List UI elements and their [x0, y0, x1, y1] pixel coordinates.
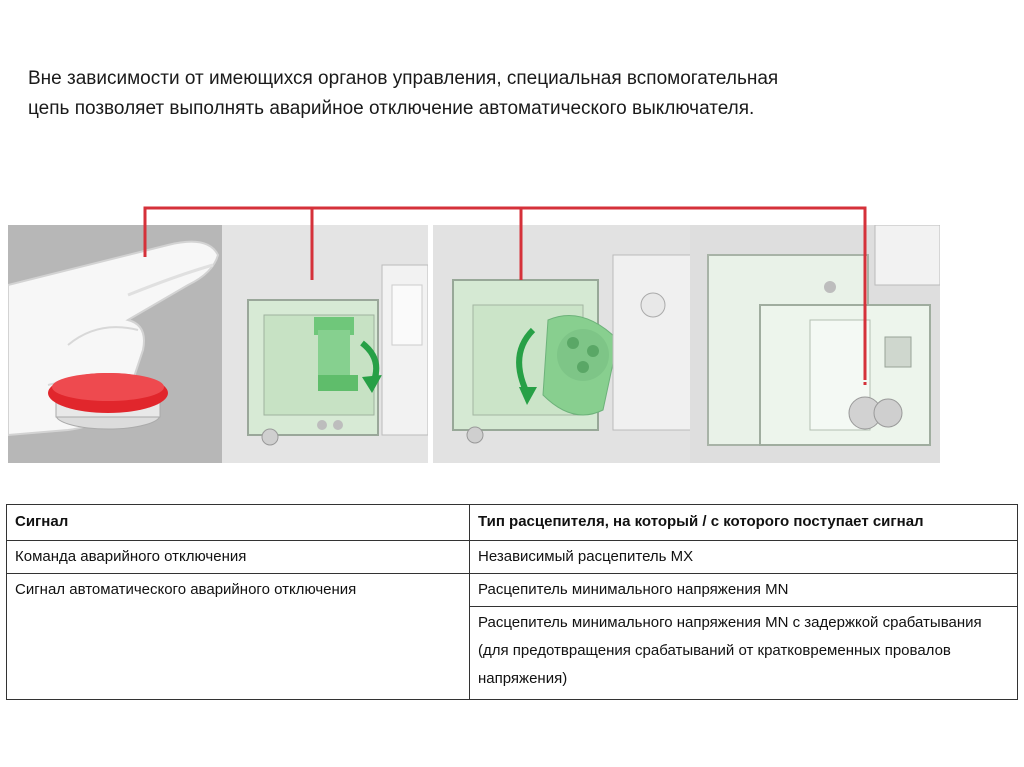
- table-row: Сигнал автоматического аварийного отключ…: [6, 573, 1018, 700]
- table-row: Расцепитель минимального напряжения MN с…: [7, 606, 1018, 700]
- control-wiring: [143, 206, 867, 385]
- cell-release-type: Расцепитель минимального напряжения MN: [469, 573, 1018, 607]
- intro-text: Вне зависимости от имеющихся органов упр…: [28, 64, 988, 124]
- column-header-signal: Сигнал: [6, 504, 470, 541]
- breaker-lever-icon: [222, 225, 428, 463]
- table-row: Команда аварийного отключения Независимы…: [6, 540, 1018, 574]
- rotary-handle-panel: [433, 225, 691, 463]
- hand-press-icon: [8, 225, 228, 463]
- circuit-illustration: [0, 195, 1024, 475]
- signal-table: Сигнал Тип расцепителя, на который / с к…: [6, 504, 1018, 700]
- breaker-module-icon: [690, 225, 940, 463]
- cell-signal: Команда аварийного отключения: [6, 540, 470, 574]
- cell-release-type: Расцепитель минимального напряжения MN с…: [469, 606, 1018, 700]
- cell-signal: Сигнал автоматического аварийного отключ…: [6, 573, 470, 700]
- breaker-lever-panel: [222, 225, 428, 463]
- rotary-handle-icon: [433, 225, 691, 463]
- intro-line-2: цепь позволяет выполнять аварийное отклю…: [28, 98, 755, 119]
- column-header-release-type: Тип расцепителя, на который / с которого…: [469, 504, 1018, 541]
- emergency-button-panel: [8, 225, 228, 463]
- intro-line-1: Вне зависимости от имеющихся органов упр…: [28, 68, 779, 89]
- table-header-row: Сигнал Тип расцепителя, на который / с к…: [6, 504, 1018, 541]
- breaker-module-panel: [690, 225, 940, 463]
- cell-release-type: Независимый расцепитель МХ: [469, 540, 1018, 574]
